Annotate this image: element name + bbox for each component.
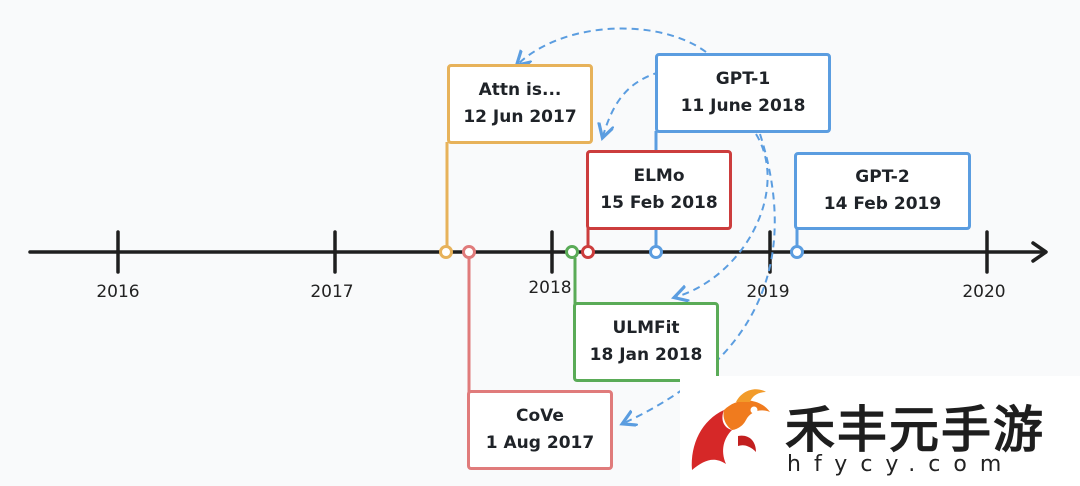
timeline-axis [28, 230, 1048, 274]
event-date: 14 Feb 2019 [823, 194, 942, 214]
event-date: 18 Jan 2018 [589, 345, 703, 365]
event-name: ELMo [633, 166, 685, 186]
marker-gpt2 [790, 245, 804, 259]
event-date: 15 Feb 2018 [600, 193, 718, 213]
event-markers [439, 245, 804, 259]
event-name: CoVe [516, 406, 564, 426]
event-date: 12 Jun 2017 [463, 107, 577, 127]
marker-cove [462, 245, 476, 259]
event-name: ULMFit [612, 318, 680, 338]
marker-gpt1 [649, 245, 663, 259]
event-date: 1 Aug 2017 [485, 433, 595, 453]
arrow-gpt1-to-ulmfit [676, 133, 769, 297]
year-label: 2017 [310, 282, 354, 302]
watermark-title: 禾丰元手游 [785, 400, 1045, 459]
event-card-attn: Attn is... 12 Jun 2017 [447, 64, 593, 144]
event-date: 11 June 2018 [680, 96, 806, 116]
event-card-gpt2: GPT-2 14 Feb 2019 [794, 152, 971, 230]
marker-attn [439, 245, 453, 259]
axis-arrow-icon [1031, 241, 1048, 263]
dependency-arrows [518, 27, 776, 423]
event-card-gpt1: GPT-1 11 June 2018 [655, 53, 831, 133]
year-label: 2016 [96, 282, 140, 302]
event-name: GPT-1 [715, 69, 771, 89]
event-name: Attn is... [478, 80, 562, 100]
marker-elmo [581, 245, 595, 259]
event-card-elmo: ELMo 15 Feb 2018 [586, 150, 732, 230]
event-card-cove: CoVe 1 Aug 2017 [467, 390, 613, 470]
year-label: 2019 [746, 282, 790, 302]
event-name: GPT-2 [855, 167, 910, 187]
marker-ulmfit [565, 245, 579, 259]
watermark-logo-icon [691, 389, 770, 470]
arrow-gpt1-to-attn [518, 27, 707, 64]
event-card-ulmfit: ULMFit 18 Jan 2018 [573, 302, 719, 382]
year-label: 2020 [962, 282, 1006, 302]
arrow-gpt1-to-cove [624, 133, 776, 423]
watermark-site: hfycy.com [787, 452, 1015, 477]
year-label: 2018 [528, 278, 572, 298]
